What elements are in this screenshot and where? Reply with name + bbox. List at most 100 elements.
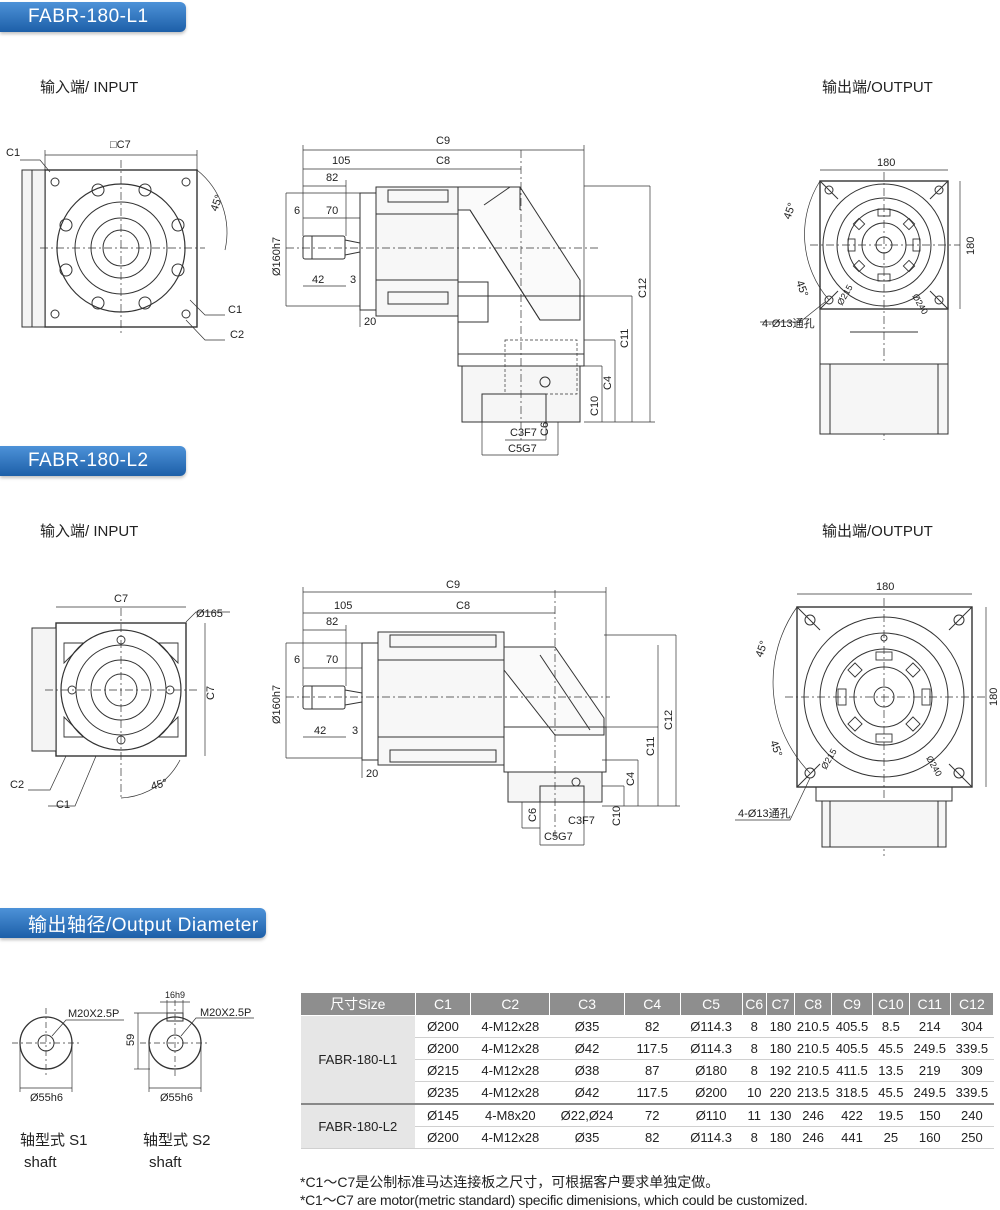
l2-input-c1: C1: [56, 799, 70, 811]
s1-thread-label: M20X2.5P: [68, 1008, 119, 1020]
table-cell: 405.5: [831, 1015, 873, 1038]
l1-out-holes: 4-Ø13通孔: [762, 317, 815, 330]
table-cell: 8: [742, 1059, 767, 1082]
spec-header-6: C6: [741, 992, 767, 1016]
table-cell: 411.5: [831, 1059, 873, 1082]
l1-input-angle: 45°: [209, 193, 226, 213]
table-cell: 8: [742, 1015, 767, 1038]
l2-dim-c6: C6: [527, 808, 539, 822]
l2-out-180-side: 180: [988, 688, 1000, 706]
l1-out-180-top: 180: [877, 157, 895, 169]
s1-diameter-label: Ø55h6: [30, 1092, 63, 1104]
table-cell: 249.5: [909, 1081, 951, 1105]
table-cell: 339.5: [950, 1081, 994, 1105]
model-cell: FABR-180-L2: [300, 1103, 416, 1149]
table-cell: 130: [766, 1103, 795, 1127]
table-cell: 160: [909, 1126, 951, 1149]
shaft-s1-word: shaft: [24, 1154, 57, 1171]
spec-header-9: C9: [830, 992, 873, 1016]
l2-dim-82: 82: [326, 616, 338, 628]
table-cell: 4-M12x28: [470, 1037, 550, 1060]
l2-dim-c8: C8: [456, 600, 470, 612]
shaft-s1-label: 轴型式 S1 shaft: [20, 1130, 88, 1174]
table-cell: 10: [742, 1081, 767, 1105]
shaft-s1-type: 轴型式 S1: [20, 1132, 88, 1149]
l2-out-angle-top: 45°: [754, 639, 771, 659]
table-cell: 82: [624, 1126, 681, 1149]
spec-header-2: C2: [470, 992, 551, 1016]
table-cell: 441: [831, 1126, 873, 1149]
l2-input-angle: 45°: [150, 777, 169, 793]
l1-dim-c8: C8: [436, 155, 450, 167]
table-cell: 4-M12x28: [470, 1126, 550, 1149]
l2-dim-c5g7: C5G7: [544, 831, 573, 843]
l1-out-180-side: 180: [965, 237, 977, 255]
table-cell: 339.5: [950, 1037, 994, 1060]
input-label-l2: 输入端/ INPUT: [40, 523, 139, 540]
l2-out-180-top: 180: [876, 581, 894, 593]
l1-input-view: [20, 150, 228, 341]
spec-header-10: C10: [871, 992, 910, 1016]
table-cell: 82: [624, 1015, 681, 1038]
l1-out-phi215: Ø215: [835, 283, 855, 307]
shaft-s2-type: 轴型式 S2: [143, 1132, 211, 1149]
l2-dim-3: 3: [352, 725, 358, 737]
shaft-s1-drawing: [12, 1008, 124, 1092]
table-cell: 72: [624, 1103, 681, 1127]
table-cell: Ø110: [680, 1103, 743, 1127]
l1-dim-6: 6: [294, 205, 300, 217]
section-title-l2: FABR-180-L2: [0, 446, 186, 476]
spec-header-3: C3: [549, 992, 625, 1016]
note-chinese: *C1～C7是公制标准马达连接板之尺寸，可根据客户要求单独定做。: [300, 1174, 720, 1190]
l2-dim-phi160: Ø160h7: [271, 685, 283, 724]
section-title-l1: FABR-180-L1: [0, 2, 186, 32]
shaft-s2-drawing: [134, 1000, 254, 1092]
table-cell: 210.5: [794, 1037, 832, 1060]
table-cell: 11: [742, 1103, 767, 1127]
table-cell: 4-M12x28: [470, 1015, 550, 1038]
table-cell: 210.5: [794, 1015, 832, 1038]
table-cell: 213.5: [794, 1081, 832, 1105]
l2-out-phi240: Ø240: [924, 754, 944, 778]
table-cell: Ø200: [680, 1081, 743, 1105]
l1-dim-c10: C10: [589, 396, 601, 416]
table-cell: 304: [950, 1015, 994, 1038]
l1-dim-c6: C6: [539, 422, 551, 436]
output-label-l1: 输出端/OUTPUT: [822, 79, 933, 96]
l2-dim-c11: C11: [645, 737, 657, 756]
l2-out-angle-bottom: 45°: [767, 739, 784, 759]
l1-dim-20: 20: [364, 316, 376, 328]
table-cell: 4-M12x28: [470, 1059, 550, 1082]
table-cell: Ø200: [415, 1126, 471, 1149]
table-cell: 180: [766, 1126, 795, 1149]
spec-header-5: C5: [679, 992, 743, 1016]
table-cell: Ø145: [415, 1103, 471, 1127]
table-cell: 192: [766, 1059, 795, 1082]
table-cell: 246: [794, 1103, 832, 1127]
l1-side-view: [286, 150, 600, 440]
s2-key-height-label: 59: [125, 1034, 137, 1046]
l1-dim-3: 3: [350, 274, 356, 286]
table-cell: 246: [794, 1126, 832, 1149]
l1-dim-c5g7: C5G7: [508, 443, 537, 455]
l1-dim-82: 82: [326, 172, 338, 184]
l2-dim-42: 42: [314, 725, 326, 737]
spec-header-1: C1: [414, 992, 472, 1016]
table-cell: 240: [950, 1103, 994, 1127]
s2-thread-label: M20X2.5P: [200, 1007, 251, 1019]
l1-input-sq-c7: □C7: [110, 139, 131, 151]
l2-dim-6: 6: [294, 654, 300, 666]
l1-dim-c3f7: C3F7: [510, 427, 537, 439]
table-cell: 87: [624, 1059, 681, 1082]
l1-dim-c4: C4: [602, 376, 614, 390]
shaft-s2-word: shaft: [149, 1154, 182, 1171]
s2-diameter-label: Ø55h6: [160, 1092, 193, 1104]
table-cell: 4-M8x20: [470, 1103, 550, 1127]
output-label-l2: 输出端/OUTPUT: [822, 523, 933, 540]
